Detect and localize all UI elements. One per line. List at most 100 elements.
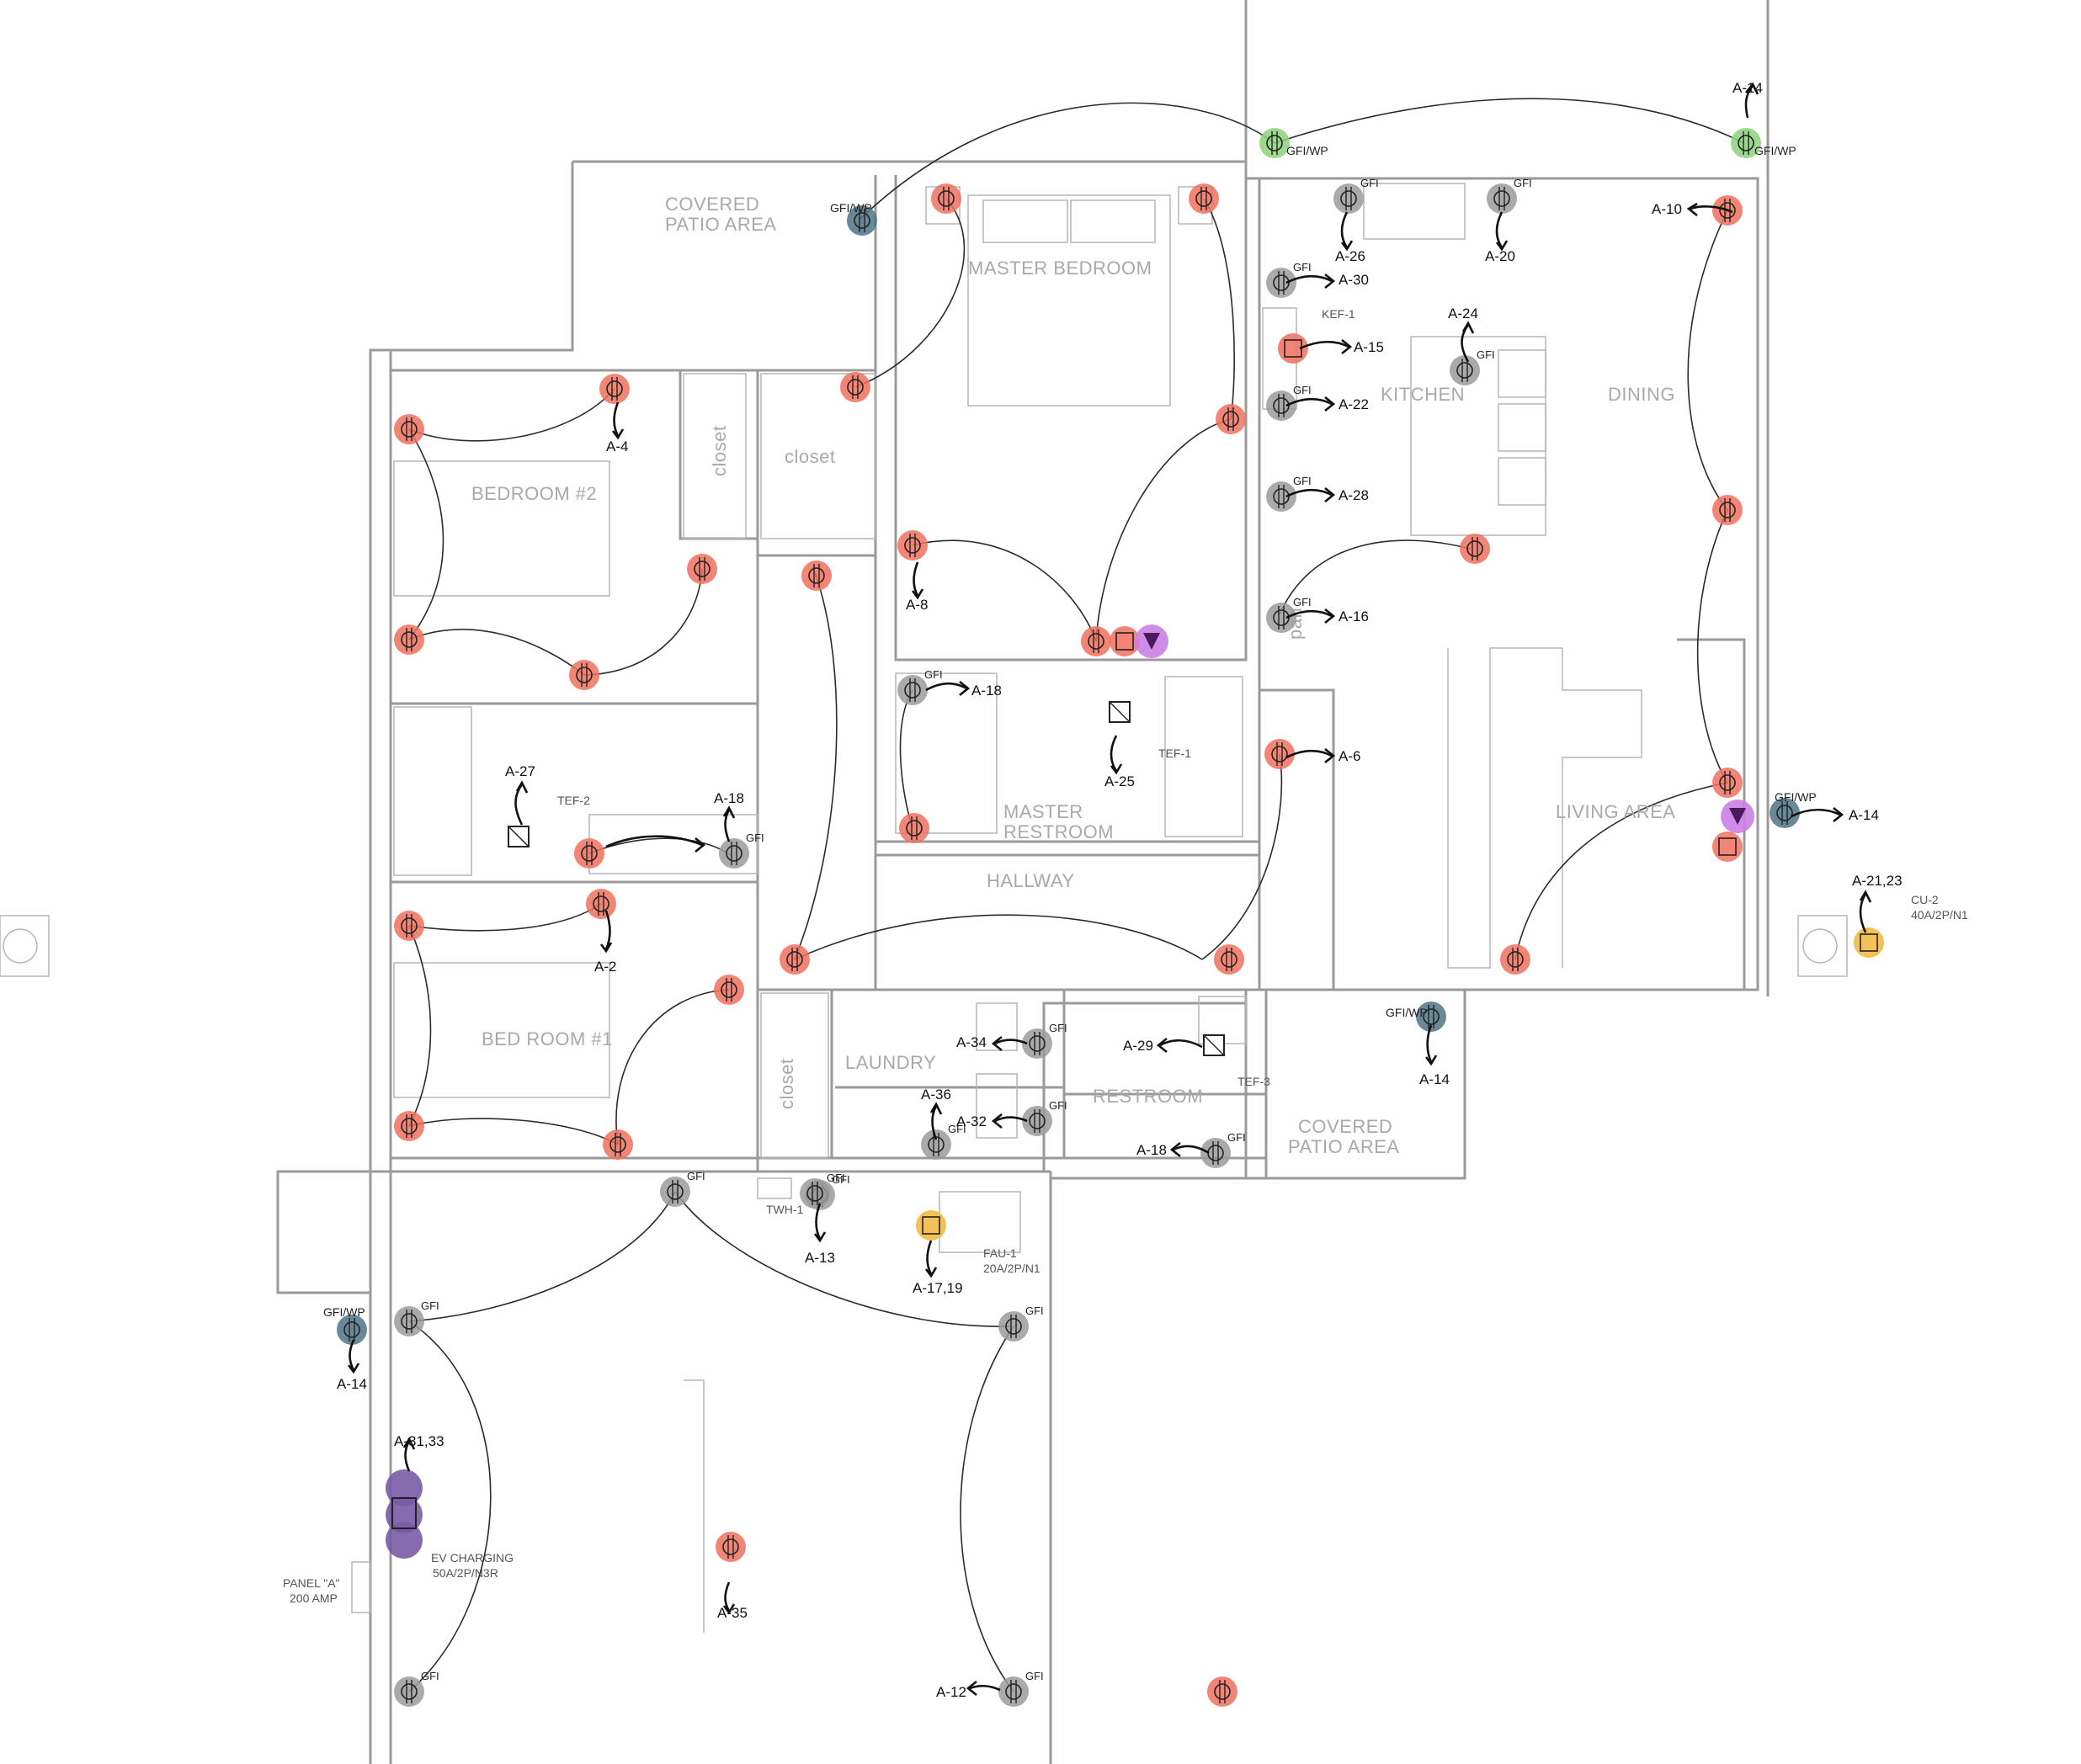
receptacle-outlet-icon <box>394 1111 424 1141</box>
receptacle-outlet-icon <box>687 554 717 584</box>
gfi-tag: GFI <box>421 1670 439 1682</box>
pillow-icon <box>982 199 1068 243</box>
vanity-icon <box>895 672 998 834</box>
homerun-arrows <box>347 82 1872 1697</box>
shower-icon <box>1164 676 1243 837</box>
gfi-tag: GFI <box>1049 1099 1067 1112</box>
room-label-closet: closet <box>709 426 730 476</box>
gfi-outlet-icon: GFI <box>1450 348 1495 385</box>
receptacle-outlet-icon <box>840 372 870 402</box>
exhaust-fan-icon <box>1109 701 1131 723</box>
gfi-wp-outlet-icon <box>847 205 877 236</box>
circuit-label: A-18 <box>971 683 1002 699</box>
gfi-tag: GFI <box>948 1123 966 1135</box>
receptacle-outlet-icon <box>394 414 424 444</box>
circuit-label: A-21,23 <box>1852 873 1903 889</box>
gfi-tag: GFI <box>1227 1131 1246 1144</box>
circuit-label: A-18 <box>1136 1142 1167 1158</box>
tub-icon <box>393 706 472 876</box>
fixtures <box>0 183 1848 1633</box>
gfi-wp-outlet-icon <box>1770 798 1800 828</box>
gfi-outlet-icon: GFI <box>897 668 943 705</box>
tag-gfi-wp: GFI/WP <box>1386 1006 1428 1019</box>
circuit-label: A-28 <box>1339 487 1369 503</box>
receptacle-outlet-icon <box>1712 495 1743 525</box>
receptacle-outlet-icon <box>599 374 630 404</box>
tag-panel-a: PANEL "A" <box>283 1576 340 1590</box>
circuit-label: A-15 <box>1354 339 1384 355</box>
receptacle-outlet-icon <box>394 624 424 655</box>
circuit-label: A-16 <box>1339 608 1369 624</box>
circuit-label: A-34 <box>956 1034 987 1050</box>
gfi-tag: GFI <box>1293 261 1312 274</box>
exhaust-fan-icon <box>1203 1034 1225 1056</box>
gfi-tag: GFI <box>832 1173 850 1186</box>
receptacle-outlet-icon <box>603 1129 633 1160</box>
dryer-icon <box>976 1073 1018 1139</box>
receptacle-outlet-icon <box>586 889 616 919</box>
tag-gfi-wp: GFI/WP <box>1286 144 1328 157</box>
circuit-label: A-14 <box>337 1376 367 1392</box>
furnace-icon <box>939 1191 1021 1253</box>
receptacle-outlet-icon <box>1264 739 1295 769</box>
data-outlet-icon <box>1135 624 1168 658</box>
circuit-label: A-18 <box>714 790 744 806</box>
room-label-master-restroom: MASTER <box>1003 801 1083 822</box>
receptacle-outlet-icon <box>569 660 599 690</box>
receptacle-outlet-icon <box>1207 1676 1237 1707</box>
sofa-icon <box>1447 647 1642 969</box>
circuit-label: A-26 <box>1335 248 1365 264</box>
gfi-tag: GFI <box>687 1170 705 1182</box>
receptacle-outlet-icon <box>714 975 744 1005</box>
room-label-covered-patio-se: PATIO AREA <box>1288 1136 1400 1157</box>
tag-cu-2-rating: 40A/2P/N1 <box>1911 908 1968 922</box>
bed-1 <box>393 962 610 1098</box>
room-label-covered-patio-nw: PATIO AREA <box>665 214 777 235</box>
gfi-outlet-icon: GFI <box>1487 177 1532 214</box>
circuit-label: A-31,33 <box>394 1433 444 1449</box>
gfi-outlet-icon: GFI <box>998 1670 1044 1707</box>
water-heater-outlet-icon: GFI <box>800 1172 845 1209</box>
bed-2 <box>393 460 610 597</box>
room-labels: COVERED PATIO AREA MASTER BEDROOM closet… <box>471 194 1675 1157</box>
gfi-wp-outlet-icon <box>1731 128 1761 158</box>
room-label-hallway: HALLWAY <box>987 870 1075 891</box>
gfi-outlet-icon: GFI <box>1266 475 1312 512</box>
device-tags: GFI/WP GFI/WP GFI/WP GFI/WP GFI/WP GFI/W… <box>283 144 1968 1605</box>
tag-cu-2: CU-2 <box>1911 893 1939 906</box>
room-label-bedroom-2: BEDROOM #2 <box>471 483 597 504</box>
circuit-label: A-27 <box>505 763 535 779</box>
gfi-outlet-icon: GFI <box>394 1670 439 1707</box>
gfi-tag: GFI <box>1293 475 1312 487</box>
circuit-label: A-13 <box>805 1250 835 1266</box>
circuit-label: A-12 <box>936 1684 966 1700</box>
gfi-outlet-icon: GFI <box>1266 261 1312 298</box>
gfi-outlet-icon: GFI <box>1266 384 1312 421</box>
gate-icon <box>684 1379 705 1633</box>
gfi-outlet-icon: GFI <box>1200 1131 1246 1168</box>
gfi-tag: GFI <box>1360 177 1379 189</box>
walls <box>276 0 1770 1764</box>
gfi-tag: GFI <box>1514 177 1532 189</box>
tag-twh-1: TWH-1 <box>766 1203 804 1216</box>
washer-icon <box>976 1002 1018 1051</box>
gfi-tag: GFI <box>827 1172 845 1184</box>
circuit-label: A-30 <box>1339 272 1369 288</box>
gfi-tag: GFI <box>1477 348 1495 361</box>
receptacle-outlet-icon <box>574 838 604 869</box>
room-label-covered-patio-se: COVERED <box>1298 1116 1392 1137</box>
gfi-tag: GFI <box>1293 384 1312 396</box>
tag-fau-1: FAU-1 <box>983 1246 1017 1260</box>
gfi-outlet-icon: GFI <box>1333 177 1379 214</box>
gfi-wp-outlet-icon <box>337 1315 367 1345</box>
circuit-label: A-24 <box>1448 306 1478 321</box>
receptacle-outlet-icon <box>1214 944 1244 975</box>
gfi-tag: GFI <box>924 668 943 681</box>
ac-unit-west <box>0 915 50 977</box>
gfi-tag: GFI <box>1049 1022 1067 1034</box>
gfi-tag: GFI <box>746 832 764 844</box>
gfi-tag: GFI <box>1025 1670 1044 1682</box>
kitchen-exhaust-fan-icon <box>1278 333 1308 364</box>
receptacle-outlet-icon <box>897 530 928 561</box>
